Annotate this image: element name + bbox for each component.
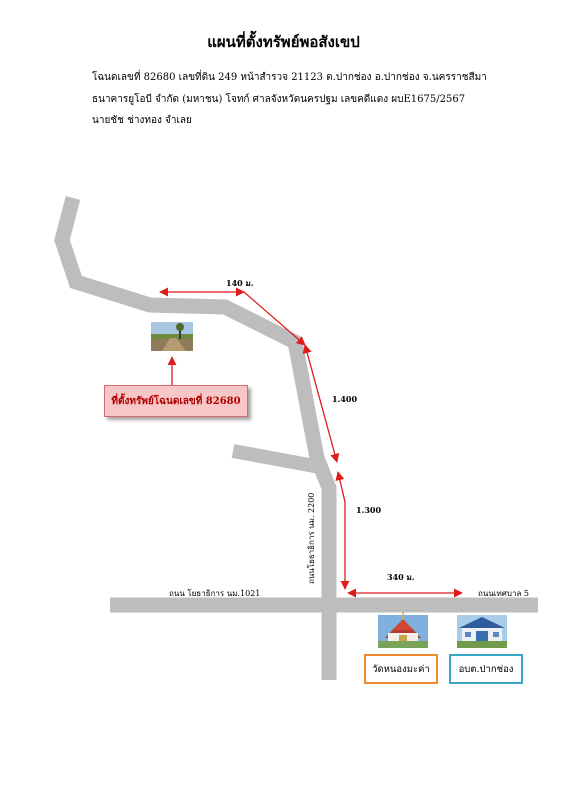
side-branch-road: [231, 444, 322, 474]
main-curved-road: [54, 196, 337, 680]
temple-landmark-label: วัดหนองมะค่า: [364, 654, 438, 684]
distance-label-340m: 340 ม.: [387, 572, 415, 582]
distance-label-140m: 140 ม.: [226, 278, 254, 288]
road-label-east: ถนนเทศบาล 5: [478, 589, 529, 598]
temple-photo: [378, 612, 428, 648]
deed-info-line: โฉนดเลขที่ 82680 เลขที่ดิน 249 หน้าสำรวจ…: [92, 72, 487, 83]
distance-label-1300: 1.300: [356, 505, 381, 515]
office-photo: [457, 615, 507, 648]
distance-arrow-1300: [335, 471, 350, 590]
distance-arrow-diagonal: [243, 291, 306, 346]
land-photo: [151, 322, 193, 351]
defendant-line: นายชัช ช่างทอง จำเลย: [92, 115, 192, 126]
distance-label-1400: 1.400: [332, 394, 357, 404]
road-label-vertical: ถนนโยธาธิการ นม. 2200: [306, 493, 316, 584]
office-landmark-label: อบต.ปากช่อง: [449, 654, 523, 684]
map-title: แผนที่ตั้งทรัพย์พอสังเขป: [207, 33, 360, 51]
property-plot-label: ที่ตั้งทรัพย์โฉนดเลขที่ 82680: [104, 385, 248, 417]
road-label-west: ถนน โยธาธิการ นม.1021: [169, 588, 260, 598]
distance-arrow-1400: [302, 344, 340, 463]
case-info-line: ธนาคารยูโอบี จำกัด (มหาชน) โจทก์ ศาลจังห…: [92, 94, 466, 105]
